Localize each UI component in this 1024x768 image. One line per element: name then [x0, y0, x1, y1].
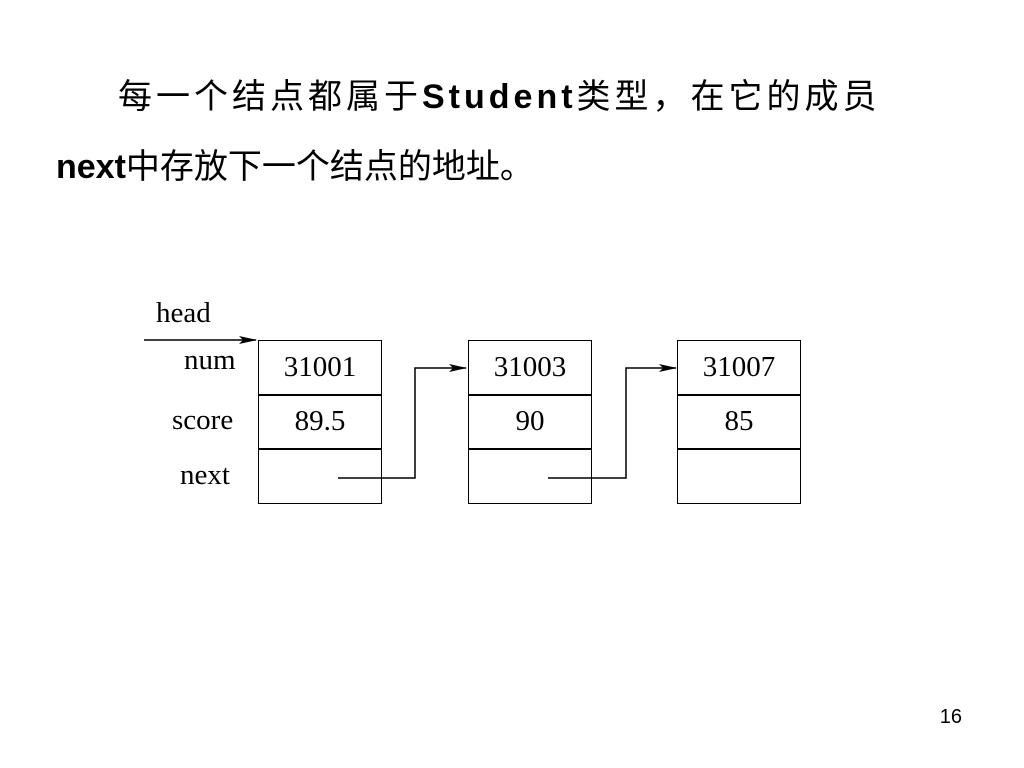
node-1-next [258, 448, 382, 504]
node-2-num: 31003 [468, 340, 592, 396]
paragraph-line-1: 每一个结点都属于Student类型，在它的成员 [56, 62, 968, 132]
field-label-score: score [172, 404, 234, 436]
field-label-num: num [184, 344, 236, 376]
node-1-num: 31001 [258, 340, 382, 396]
head-label: head [156, 297, 211, 329]
link-arrow-2-to-3 [548, 364, 677, 479]
text-next-keyword: next [56, 148, 126, 186]
paragraph-line-2: next中存放下一个结点的地址。 [56, 132, 968, 202]
link-arrow-1-to-2 [338, 364, 467, 479]
node-2-next [468, 448, 592, 504]
text-segment: 中存放下一个结点的地址。 [125, 147, 534, 187]
node-3-next [677, 448, 801, 504]
node-3-score: 85 [677, 394, 801, 450]
node-1-score: 89.5 [258, 394, 382, 450]
page-number: 16 [939, 706, 962, 728]
node-2-score: 90 [468, 394, 592, 450]
text-student-keyword: Student [422, 78, 577, 116]
node-3-num: 31007 [677, 340, 801, 396]
text-segment: 类型，在它的成员 [576, 77, 881, 117]
field-label-next: next [180, 459, 230, 491]
text-segment: 每一个结点都属于 [118, 77, 422, 117]
